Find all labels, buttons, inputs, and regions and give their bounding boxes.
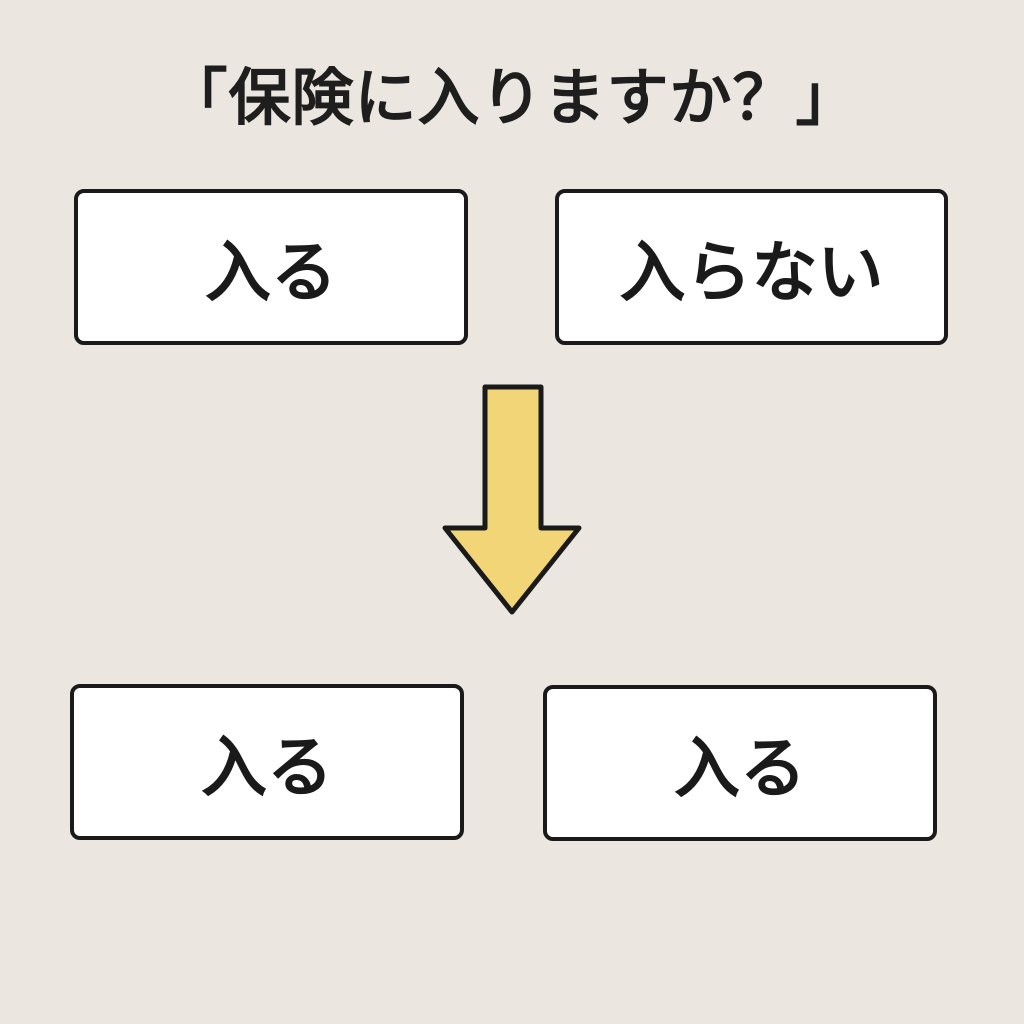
- option-not-join-label: 入らない: [619, 234, 884, 311]
- result-join-left-label: 入る: [201, 729, 333, 806]
- option-join-button[interactable]: 入る: [74, 189, 468, 345]
- arrow-down-icon: [442, 384, 582, 615]
- result-join-left-button[interactable]: 入る: [70, 684, 464, 840]
- result-join-right-button[interactable]: 入る: [543, 685, 937, 841]
- question-title: 「保険に入りますか？」: [165, 61, 859, 134]
- option-not-join-button[interactable]: 入らない: [555, 189, 948, 345]
- option-join-label: 入る: [205, 234, 337, 311]
- result-join-right-label: 入る: [674, 730, 806, 807]
